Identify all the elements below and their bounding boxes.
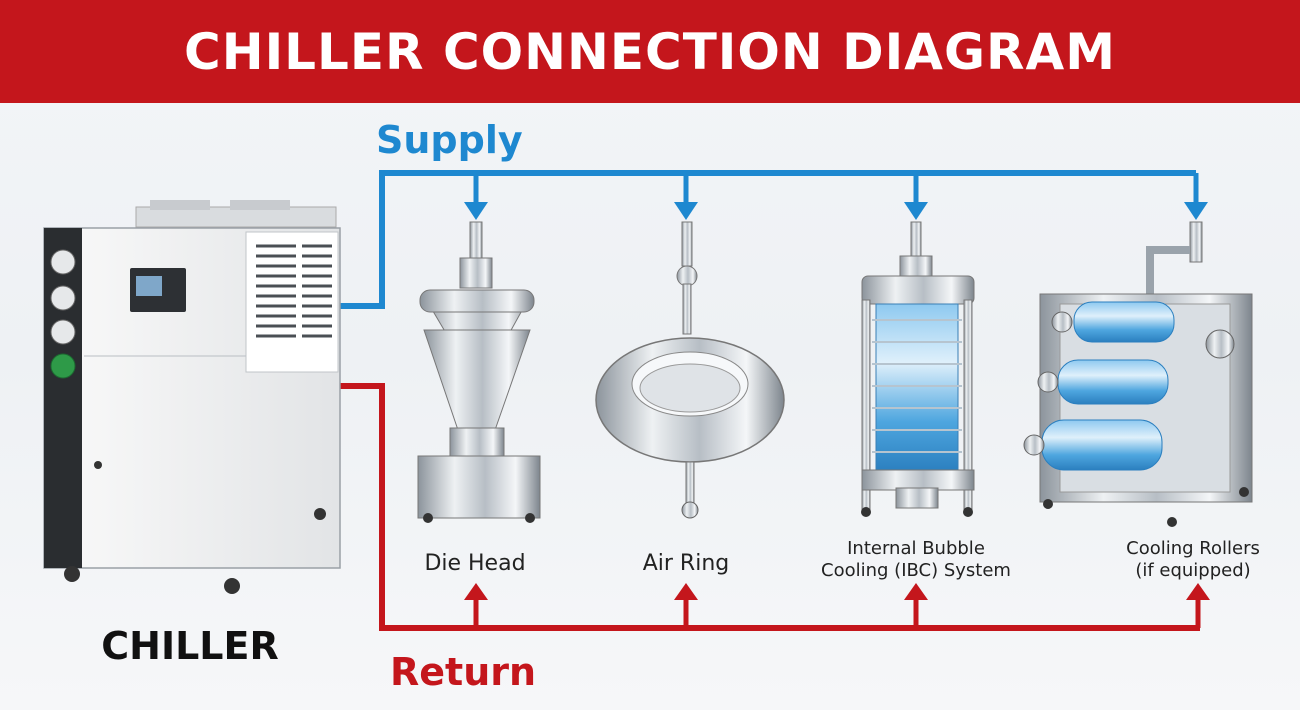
return-label: Return bbox=[390, 650, 537, 694]
chiller-unit-icon bbox=[43, 200, 341, 594]
die-head-icon bbox=[417, 221, 541, 523]
ibc-system-label: Internal Bubble Cooling (IBC) System bbox=[808, 538, 1024, 581]
title-banner: CHILLER CONNECTION DIAGRAM bbox=[0, 0, 1300, 103]
ibc-label-line2: Cooling (IBC) System bbox=[821, 559, 1011, 581]
return-line bbox=[338, 383, 1210, 631]
air-ring-label: Air Ring bbox=[642, 551, 730, 576]
ibc-system-icon bbox=[861, 221, 975, 517]
supply-line bbox=[338, 170, 1208, 309]
cooling-rollers-icon bbox=[1023, 221, 1253, 527]
cooling-rollers-label: Cooling Rollers (if equipped) bbox=[1104, 538, 1282, 581]
ibc-label-line1: Internal Bubble bbox=[847, 538, 985, 559]
page-title: CHILLER CONNECTION DIAGRAM bbox=[184, 22, 1116, 81]
air-ring-icon bbox=[595, 221, 785, 519]
cooling-rollers-label-line2: (if equipped) bbox=[1135, 559, 1251, 581]
chiller-label: CHILLER bbox=[101, 624, 279, 668]
supply-label: Supply bbox=[376, 118, 523, 162]
cooling-rollers-label-line1: Cooling Rollers bbox=[1126, 538, 1260, 559]
die-head-label: Die Head bbox=[424, 551, 526, 576]
